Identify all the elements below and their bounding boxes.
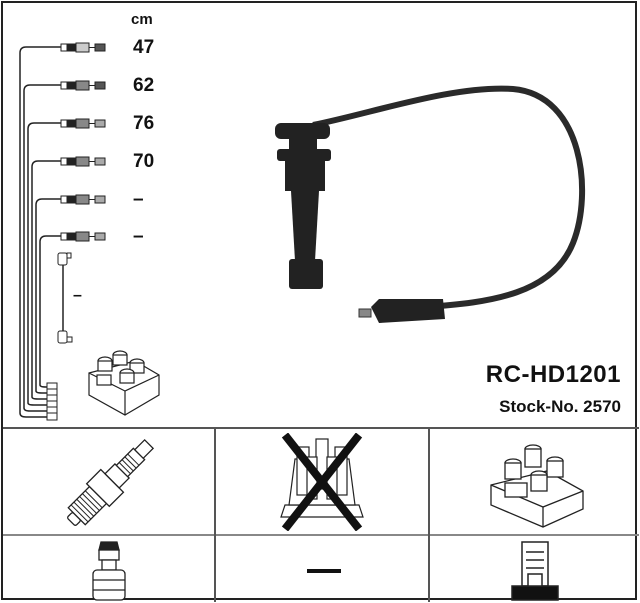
unit-label: cm <box>131 11 153 28</box>
coil-terminal-icon <box>510 540 560 602</box>
divider <box>3 427 639 429</box>
cable-length-4: 70 <box>133 151 155 172</box>
cable-set-schematic <box>19 42 160 421</box>
cable-length-2: 62 <box>133 75 155 96</box>
part-number: RC-HD1201 <box>485 361 621 388</box>
cable-length-6: – <box>133 226 144 247</box>
cable-length-5: – <box>133 189 144 210</box>
middle-value-dash <box>307 569 341 573</box>
divider <box>428 427 430 602</box>
cable-length-1: 47 <box>133 37 155 58</box>
extra-cable-length: – <box>73 287 82 304</box>
ignition-cable-photo <box>275 85 586 323</box>
divider <box>214 427 216 602</box>
cable-layout: cm <box>3 3 639 427</box>
stock-number: Stock-No. 2570 <box>499 397 621 416</box>
distributor-cap-icon-crossed <box>277 433 367 531</box>
ignition-coil-icon <box>487 435 587 529</box>
plug-terminal-icon <box>87 540 131 602</box>
spark-plug-icon <box>55 435 165 531</box>
divider <box>3 534 639 536</box>
cable-length-3: 76 <box>133 113 155 134</box>
